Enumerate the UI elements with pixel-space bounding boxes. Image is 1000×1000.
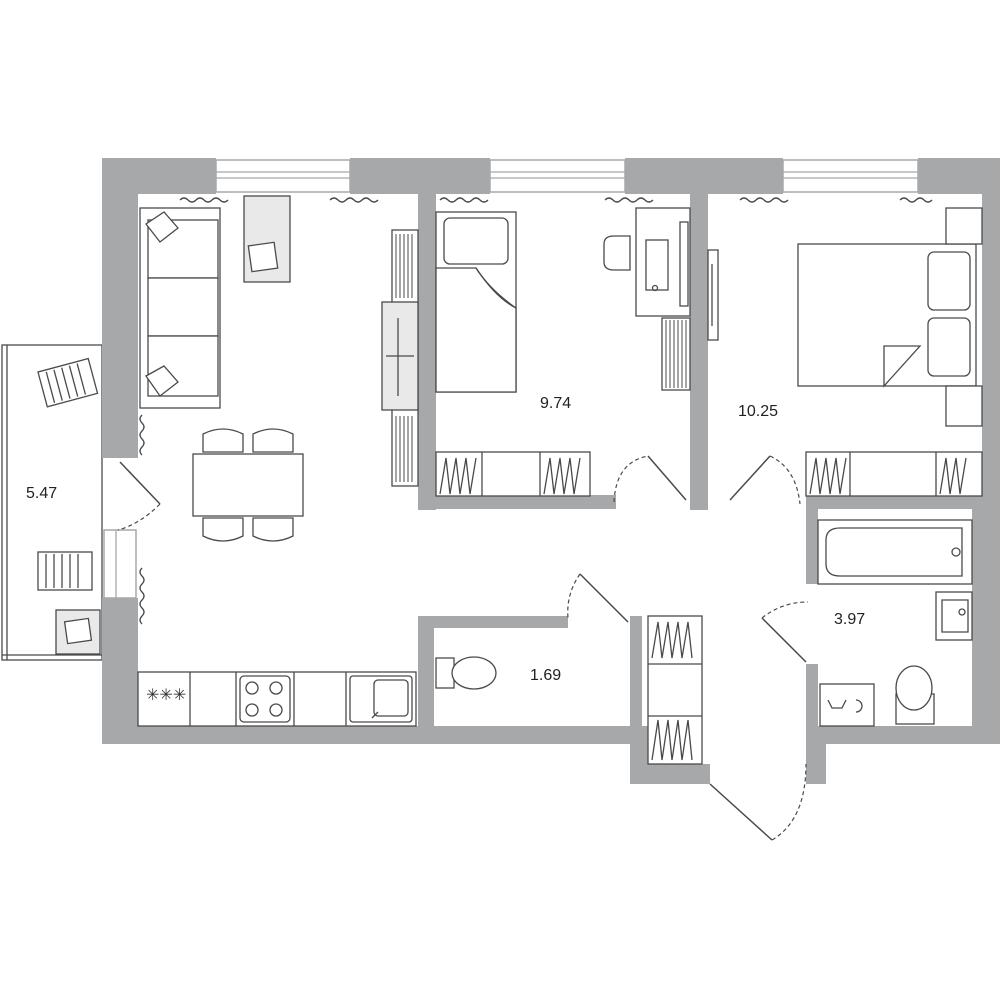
balcony-area-label: 5.47 xyxy=(26,485,57,502)
stove-icon: ✳✳✳ xyxy=(146,685,186,704)
magazine-icon xyxy=(247,241,279,273)
bedroom-2-door xyxy=(729,455,771,501)
bathroom-area-label: 3.97 xyxy=(834,611,865,628)
windows xyxy=(103,159,933,625)
office-chair xyxy=(603,235,631,271)
washbasin xyxy=(935,591,973,641)
dining-table xyxy=(192,453,304,517)
balcony-chair-top xyxy=(37,357,99,408)
entrance-door xyxy=(709,783,773,841)
chair xyxy=(202,517,244,542)
toilet xyxy=(895,665,935,725)
bed-single xyxy=(435,211,517,393)
balcony xyxy=(1,344,103,661)
balcony-outline xyxy=(1,344,103,661)
living-kitchen: ✳✳✳ xyxy=(137,195,419,727)
wc-door xyxy=(579,573,629,623)
wc-area-label: 1.69 xyxy=(530,667,561,684)
kitchen-counter: ✳✳✳ xyxy=(137,671,417,727)
hall-wardrobe xyxy=(647,615,703,765)
wc xyxy=(435,615,703,765)
bedroom-1 xyxy=(435,207,691,497)
bedroom-1-door xyxy=(647,455,687,501)
chair xyxy=(252,428,294,453)
bathroom-door xyxy=(761,617,807,663)
hob-icon xyxy=(239,675,291,723)
bathroom xyxy=(817,519,973,727)
walls xyxy=(102,158,1000,784)
bedroom-2 xyxy=(707,207,983,497)
tv-unit xyxy=(707,249,719,341)
wardrobe-bedroom-2 xyxy=(805,451,983,497)
kitchen-sink-icon xyxy=(349,675,413,723)
bathtub xyxy=(817,519,973,585)
bedroom-2-area-label: 10.25 xyxy=(738,403,778,420)
doors xyxy=(117,455,809,841)
chair xyxy=(202,428,244,453)
washing-machine-icon xyxy=(819,683,875,727)
area-labels: 5.47 9.74 10.25 3.97 1.69 xyxy=(26,395,865,684)
balcony-chair-bottom xyxy=(37,551,93,591)
wardrobe-living xyxy=(381,229,419,487)
nightstand xyxy=(945,207,983,245)
sofa xyxy=(139,207,221,409)
bedroom-1-area-label: 9.74 xyxy=(540,395,571,412)
nightstand xyxy=(945,385,983,427)
desk xyxy=(603,207,691,317)
toilet-wc xyxy=(435,656,497,690)
balcony-door xyxy=(119,461,161,505)
wardrobe-bedroom-1 xyxy=(435,451,591,497)
newspaper-icon xyxy=(63,617,93,645)
bookshelf xyxy=(661,317,691,391)
balcony-side-table xyxy=(55,609,101,655)
bed-double xyxy=(797,243,977,388)
chair xyxy=(252,517,294,542)
dining-set xyxy=(192,428,304,542)
